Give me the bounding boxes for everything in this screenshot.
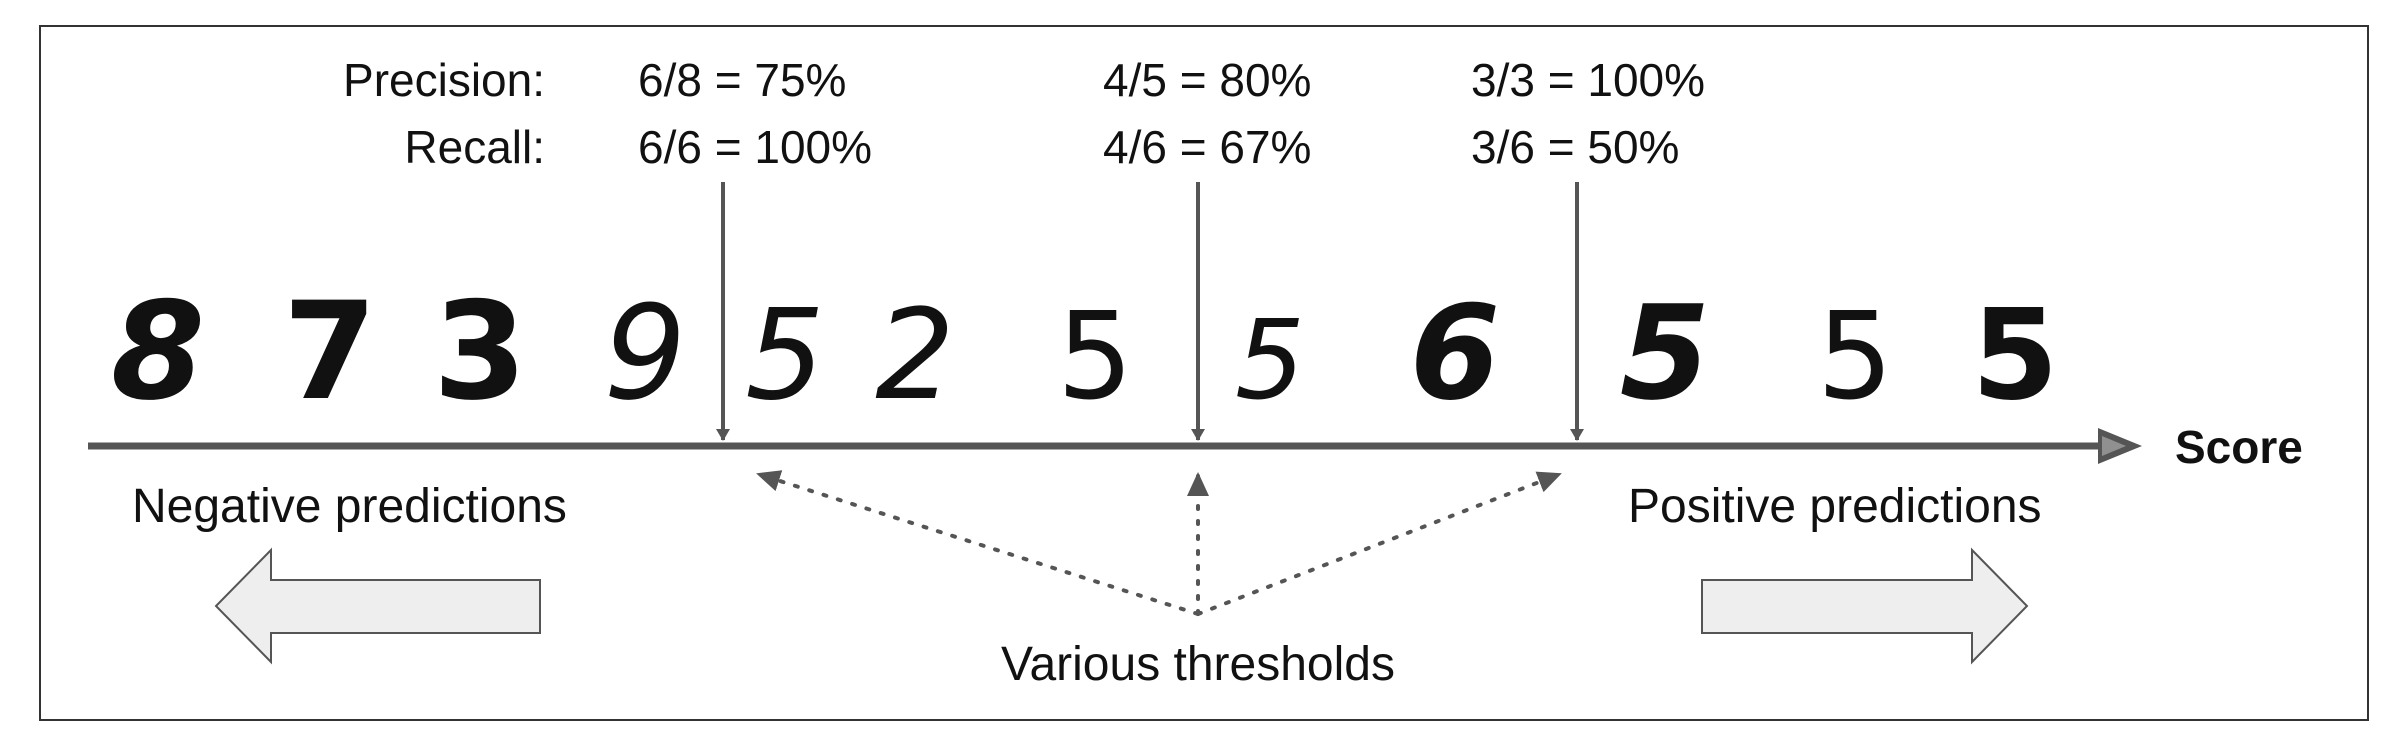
positive-direction-arrow	[1701, 547, 2029, 665]
threshold-1-precision: 6/8 = 75%	[638, 54, 846, 106]
score-axis-arrowhead	[2098, 428, 2142, 464]
threshold-3-recall: 3/6 = 50%	[1471, 121, 1679, 173]
digit-samples: 8 7 3 9 5 2 5 5 6 5 5 5	[111, 273, 2058, 430]
digit-sample: 5	[1057, 288, 1133, 427]
score-axis-label: Score	[2175, 421, 2303, 473]
threshold-1-recall: 6/6 = 100%	[638, 121, 872, 173]
digit-sample: 5	[1817, 288, 1893, 427]
digit-sample: 5	[1972, 283, 2059, 428]
threshold-pointers	[756, 470, 1562, 616]
threshold-3-precision: 3/3 = 100%	[1471, 54, 1705, 106]
precision-label: Precision:	[343, 54, 545, 106]
digit-sample: 5	[745, 283, 825, 428]
diagram-frame	[39, 25, 2369, 721]
negative-predictions-label: Negative predictions	[132, 480, 567, 533]
score-axis-arrowhead-inner	[2102, 436, 2126, 456]
threshold-pointer-left	[756, 470, 1200, 616]
digit-sample: 7	[283, 273, 377, 430]
digit-sample: 8	[111, 273, 205, 430]
various-thresholds-label: Various thresholds	[1001, 638, 1395, 691]
positive-predictions-label: Positive predictions	[1628, 480, 2042, 533]
negative-direction-arrow	[214, 547, 541, 665]
digit-sample: 6	[1410, 277, 1500, 429]
threshold-2-precision: 4/5 = 80%	[1103, 54, 1311, 106]
recall-label: Recall:	[404, 121, 545, 173]
digit-sample: 9	[604, 277, 687, 429]
threshold-2-recall: 4/6 = 67%	[1103, 121, 1311, 173]
digit-sample: 5	[1620, 277, 1710, 429]
digit-sample: 5	[1235, 296, 1305, 424]
digit-sample: 3	[433, 273, 527, 430]
threshold-pointer-right	[1196, 471, 1562, 616]
digit-sample: 2	[875, 283, 955, 428]
